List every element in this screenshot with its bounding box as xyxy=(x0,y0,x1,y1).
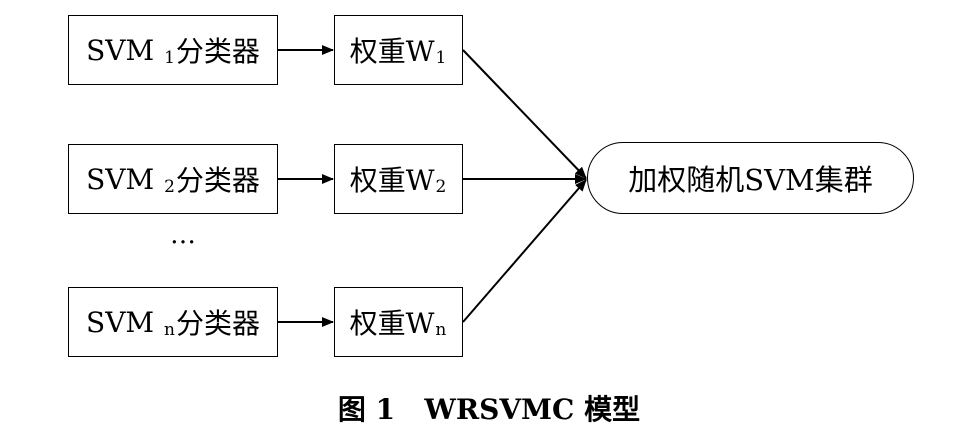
figure-caption: 图 1 WRSVMC 模型 xyxy=(337,393,641,426)
weight-subscript: 2 xyxy=(435,177,447,197)
arrow-weight1-to-cluster xyxy=(462,49,587,179)
weighted-random-svm-cluster-node: 加权随机SVM集群 xyxy=(587,142,914,214)
svm-subscript: n xyxy=(164,320,175,340)
svm-label: SVM xyxy=(86,33,164,67)
classifier-label: 分类器 xyxy=(175,35,260,68)
classifier-label: 分类器 xyxy=(175,307,260,340)
ellipsis: … xyxy=(170,220,197,250)
weight-label: 权重W xyxy=(349,307,435,340)
svm-subscript: 1 xyxy=(164,48,175,68)
arrow-weightn-to-cluster xyxy=(462,179,587,323)
weight-subscript: 1 xyxy=(435,48,447,68)
svm-label: SVM xyxy=(86,162,164,196)
weight-subscript: n xyxy=(435,320,447,340)
svm-subscript: 2 xyxy=(164,177,175,197)
classifier-label: 分类器 xyxy=(175,164,260,197)
weight-label: 权重W xyxy=(349,164,435,197)
svm-label: SVM xyxy=(86,305,163,339)
weight-label: 权重W xyxy=(349,35,435,68)
cluster-label: 加权随机SVM集群 xyxy=(628,163,873,197)
